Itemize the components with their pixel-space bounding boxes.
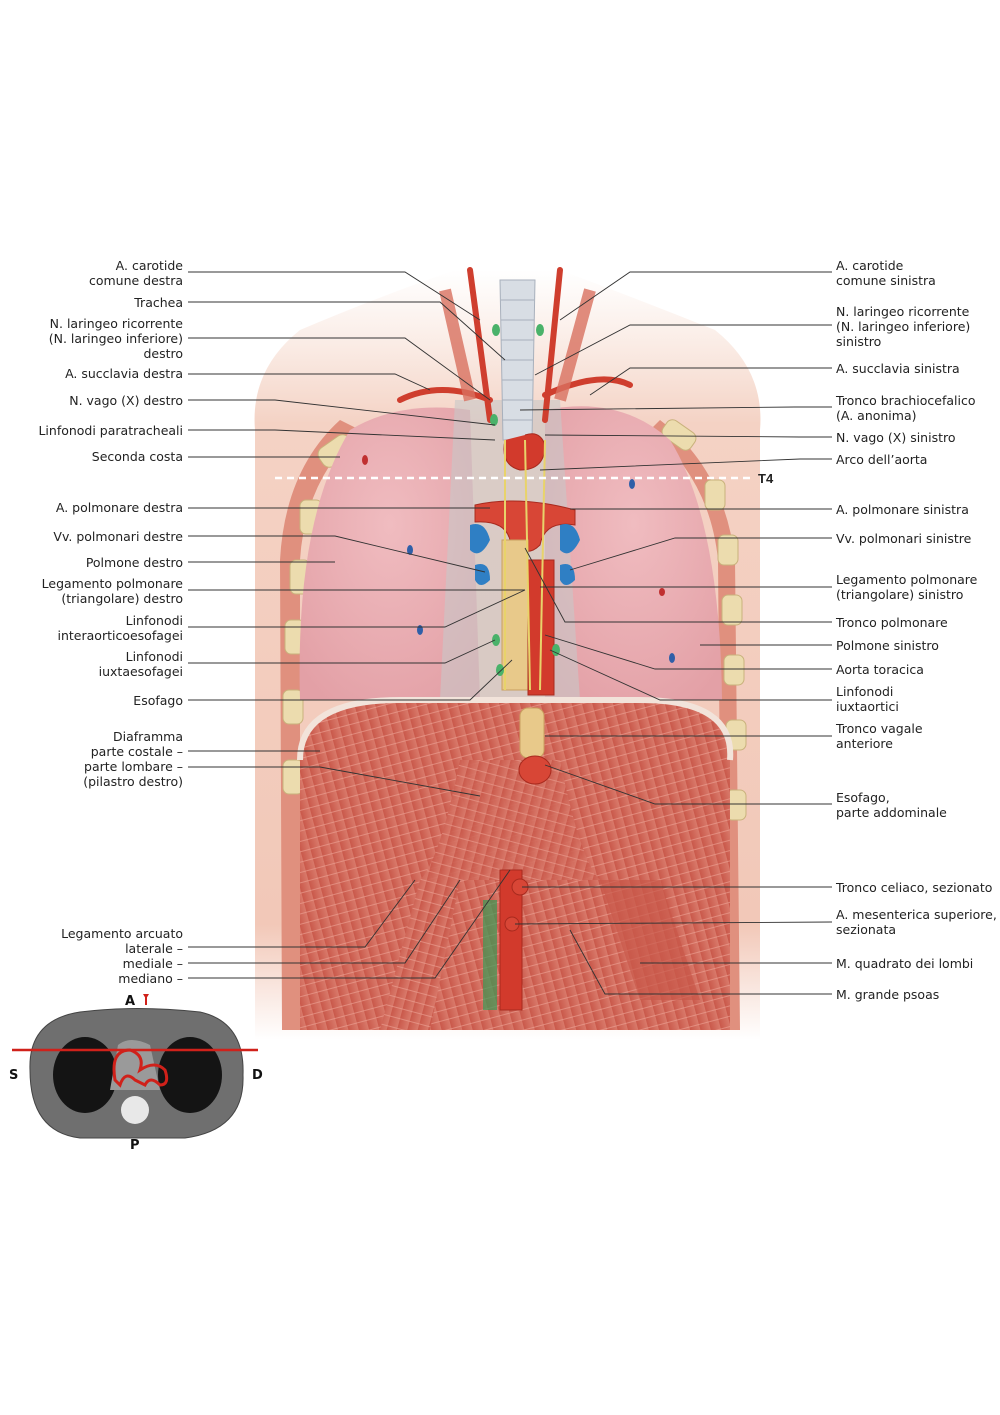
label-vagal-trunk: Tronco vagale anteriore [836, 721, 923, 751]
label-pulmonary-artery-right: A. polmonare destra [55, 500, 183, 515]
label-vagus-right: N. vago (X) destro [69, 393, 183, 408]
ct-inset [12, 994, 258, 1139]
label-quadratus: M. quadrato dei lombi [836, 956, 974, 971]
label-laryngeal-right: N. laringeo ricorrente (N. laringeo infe… [48, 316, 183, 361]
diaphragm-crura [420, 760, 600, 880]
label-pulmonary-veins-right: Vv. polmonari destre [53, 529, 183, 544]
label-celiac-trunk: Tronco celiaco, sezionato [836, 880, 993, 895]
label-subclavian-right: A. succlavia destra [65, 366, 183, 381]
t4-label: T4 [758, 471, 774, 486]
label-laryngeal-left: N. laringeo ricorrente (N. laringeo infe… [836, 304, 971, 349]
label-pulmonary-artery-left: A. polmonare sinistra [836, 502, 969, 517]
label-pulmonary-ligament-right: Legamento polmonare (triangolare) destro [41, 576, 183, 606]
quadratus-right [600, 880, 700, 1000]
label-paratracheal-nodes: Linfonodi paratracheali [38, 423, 183, 438]
label-pulmonary-trunk: Tronco polmonare [836, 615, 948, 630]
label-interaortic-nodes: Linfonodi interaorticoesofagei [57, 613, 183, 643]
leader-lines-left [188, 271, 526, 979]
label-second-rib: Seconda costa [91, 449, 183, 464]
abdominal-esophagus-shape [519, 707, 545, 759]
neck-arteries [397, 267, 633, 423]
neck-muscles [439, 288, 596, 402]
label-lung-left: Polmone sinistro [836, 638, 939, 653]
label-mesenteric-artery: A. mesenterica superiore, sezionata [836, 907, 997, 937]
ribs-right [661, 419, 747, 821]
leader-lines-right [514, 271, 833, 995]
label-esophagus: Esofago [133, 693, 183, 708]
nerves [504, 439, 546, 691]
label-pulmonary-ligament-left: Legamento polmonare (triangolare) sinist… [836, 572, 978, 602]
label-pulmonary-veins-left: Vv. polmonari sinistre [836, 531, 972, 546]
label-subclavian-left: A. succlavia sinistra [836, 361, 960, 376]
ivc [483, 900, 497, 1010]
label-juxtaesophageal-nodes: Linfonodi iuxtaesofagei [98, 649, 183, 679]
psoas-left [380, 880, 460, 1030]
label-trachea: Trachea [134, 295, 183, 310]
label-carotid-left: A. carotide comune sinistra [836, 258, 936, 288]
label-aortic-arch: Arco dell’aorta [836, 452, 928, 467]
ct-anterior-label: A [125, 994, 136, 1009]
label-abdominal-esophagus: Esofago, parte addominale [836, 790, 947, 820]
ct-posterior-label: P [130, 1138, 140, 1153]
label-juxtaaortic-nodes: Linfonodi iuxtaortici [836, 684, 899, 714]
label-diaphragm: Diaframma parte costale – parte lombare … [83, 729, 183, 789]
label-brachiocephalic: Tronco brachiocefalico (A. anonima) [836, 393, 976, 423]
left-lung [545, 406, 722, 700]
ct-right-label: D [252, 1068, 263, 1083]
lung-vessel-spots [362, 455, 675, 663]
ribs-left [282, 434, 355, 795]
label-arcuate-ligament: Legamento arcuato laterale – mediale – m… [61, 926, 183, 986]
ct-left-label: S [9, 1068, 19, 1083]
label-thoracic-aorta: Aorta toracica [836, 662, 924, 677]
label-psoas: M. grande psoas [836, 987, 940, 1002]
psoas-right [570, 880, 650, 1030]
abdominal-aorta [499, 869, 523, 1011]
label-vagus-left: N. vago (X) sinistro [836, 430, 956, 445]
label-carotid-right: A. carotide comune destra [88, 258, 183, 288]
lymph-nodes [490, 324, 560, 676]
label-lung-right: Polmone destro [85, 555, 183, 570]
